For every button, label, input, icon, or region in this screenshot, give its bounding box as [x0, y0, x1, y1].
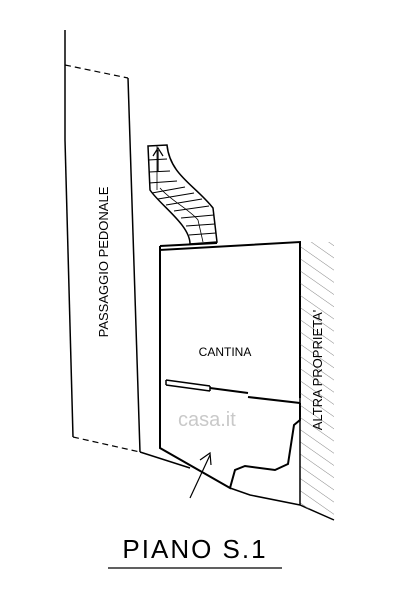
neighbor-property: ALTRA PROPRIETA' [299, 242, 334, 520]
floor-label: PIANO S.1 [122, 534, 267, 564]
watermark-text: casa.it [178, 409, 236, 431]
staircase [147, 144, 218, 245]
floor-title: PIANO S.1 [108, 534, 282, 569]
arrow-entry-icon [189, 451, 212, 499]
pedestrian-passage: PASSAGGIO PEDONALE [64, 30, 141, 453]
cantina-room: CANTINA [159, 240, 301, 404]
stair-direction-arrow-icon [152, 146, 164, 172]
passage-label: PASSAGGIO PEDONALE [96, 186, 111, 337]
room-label: CANTINA [199, 345, 252, 359]
neighbor-label: ALTRA PROPRIETA' [310, 310, 325, 430]
door-opening [165, 379, 211, 392]
